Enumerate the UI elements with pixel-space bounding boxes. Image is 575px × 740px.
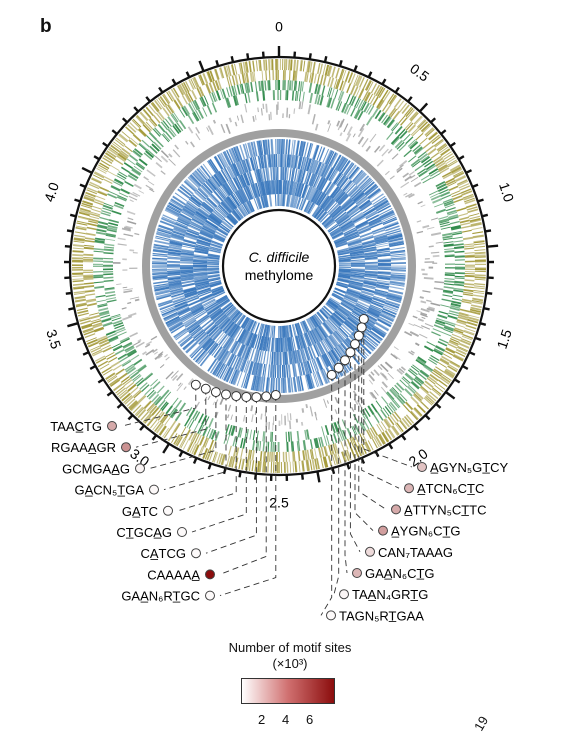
center-label: C. difficile methylome [221,208,337,324]
motif-marker [333,362,344,373]
position-label: 2.5 [269,495,289,511]
motif-marker [353,330,364,341]
motif-label: CAN₇TAAAG [378,545,453,560]
motif-marker [270,390,281,400]
motif-marker [356,322,367,333]
motif-label: GAA̲N₆RT̲GC [121,589,200,604]
legend-title: Number of motif sites (×10³) [200,640,380,672]
motif-level-dot [365,546,375,557]
motif-level-dot [205,569,215,580]
motif-marker [251,392,262,403]
position-label: 1.5 [494,327,515,351]
motif-marker [241,392,252,402]
motif-marker [358,314,369,324]
legend-tick: 4 [282,712,290,727]
motif-label: GA̲TC [122,504,158,519]
motif-label: A̲GYN₅GT̲CY [430,460,509,475]
motif-label: GCMGAA̲G [62,461,130,476]
motif-level-dot [417,462,427,472]
motif-level-dot [121,442,131,453]
legend-title-line2: (×10³) [272,656,308,671]
motif-level-dot [404,483,414,494]
motif-label: TAGN₅RT̲GAA [339,608,424,623]
motif-label: TAA̲N₄GRT̲G [352,587,428,602]
motif-level-dot [135,463,145,474]
motif-marker [231,391,242,402]
motif-marker [345,347,356,358]
track-ring [151,138,407,394]
motif-label: RGAAA̲GR [51,440,116,455]
motif-markers [190,314,369,403]
motif-level-dot [391,504,401,515]
genome-ticks [63,46,499,483]
motif-level-dot [378,525,388,536]
center-title: C. difficile [249,249,310,265]
track-ring [71,58,487,474]
track-ring [166,153,392,379]
legend-title-line1: Number of motif sites [228,640,352,655]
motif-level-dot [191,548,201,559]
track-ring [83,69,476,463]
motif-level-dot [177,527,187,537]
motif-label: CA̲TCG [141,546,187,561]
panel-label: b [40,16,52,37]
motif-level-dot [149,484,159,495]
motif-level-dot [339,589,349,600]
track-ring [92,79,466,453]
motif-level-dot [205,590,215,601]
motif-level-dot [352,568,362,578]
track-ring [192,179,366,353]
position-label: 0 [275,19,283,35]
legend-color-bar [241,678,335,704]
motif-leader-lines [121,319,413,616]
position-label: 3.5 [43,327,64,351]
position-label: 0.5 [407,60,432,85]
motif-label: A̲TCN₆CT̲C [417,481,484,496]
motif-marker [200,383,211,394]
legend-tick: 2 [258,712,266,727]
motif-level-dot [163,505,173,516]
motif-marker [350,339,360,350]
motif-marker [210,387,221,398]
motif-label: GA̲CN₅T̲GA [74,483,144,498]
motif-label: GAA̲N₆CT̲G [365,566,435,581]
track-ring [112,101,445,431]
track-ring [206,193,352,339]
data-rings [71,58,487,474]
track-ring [102,89,456,442]
motif-labels: TAAC̲TG RGAAA̲GR GCMGAA̲G GA̲CN₅T̲GA GA̲TC CT… [50,419,508,623]
motif-level-dot [107,421,117,431]
motif-marker [326,369,337,380]
motif-marker [221,389,231,400]
motif-label: A̲TTYN₅CT̲TC [404,502,487,517]
position-label: 4.0 [41,180,62,204]
motif-marker [340,355,350,366]
motif-marker [190,379,201,390]
motif-level-dot [326,610,336,621]
motif-label: TAAC̲TG [50,419,102,434]
position-label: 1.0 [496,180,517,204]
motif-label: CT̲GCA̲G [116,525,172,540]
track-ring [179,166,379,366]
motif-label: CAAAAA̲ [147,567,200,582]
center-subtitle: methylome [245,267,314,283]
legend-tick: 6 [306,712,314,727]
motif-marker [261,391,272,402]
motif-label: A̲YGN₆CT̲G [391,524,461,539]
